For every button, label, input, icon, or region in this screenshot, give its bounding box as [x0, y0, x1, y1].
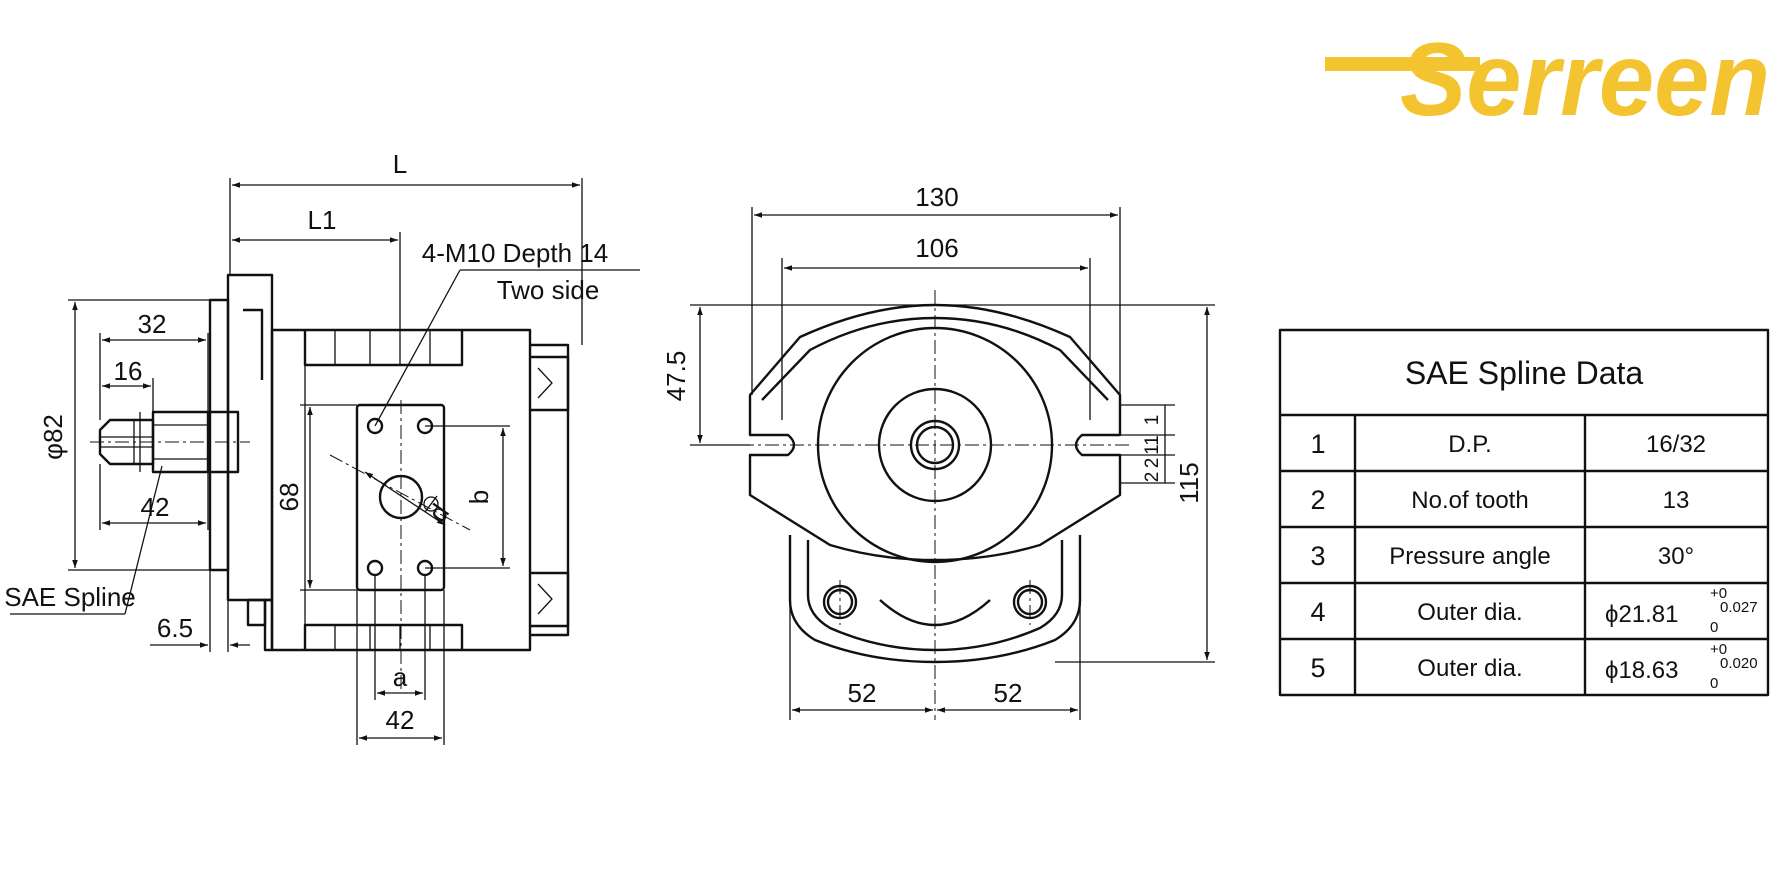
table-row-5-tol-upper: +0 [1710, 641, 1727, 658]
dim-42-port: 42 [386, 705, 415, 735]
table-row-3-n: 3 [1310, 541, 1325, 571]
table-row-2-param: No.of tooth [1411, 487, 1528, 514]
table-row-1-param: D.P. [1448, 431, 1492, 458]
dim-42-shaft: 42 [141, 492, 170, 522]
label-sae-spline: SAE Spline [4, 582, 136, 612]
dim-a: a [393, 662, 408, 692]
pump-body [270, 328, 532, 652]
table-row-1-value: 16/32 [1646, 431, 1706, 458]
dim-52-right: 52 [994, 678, 1023, 708]
dim-6-5: 6.5 [157, 613, 193, 643]
dim-small-1: 1 [1142, 415, 1163, 426]
dim-L: L [393, 149, 407, 179]
front-view: 130 106 47.5 115 1 11 2 2 52 52 [661, 182, 1215, 720]
table-row-5-value: ϕ18.63 [1605, 657, 1679, 684]
table-row-4-value: ϕ21.81 [1605, 601, 1679, 628]
table-row-4-param: Outer dia. [1417, 599, 1522, 626]
dim-phi82: φ82 [38, 414, 68, 460]
logo-text: Serreen [1400, 22, 1770, 138]
thread-note-line1: 4-M10 Depth 14 [422, 238, 608, 268]
table-row-5-tol-upper2: 0.020 [1720, 655, 1758, 672]
table-row-4-tol-lower: 0 [1710, 619, 1718, 636]
table-row-5-tol-lower: 0 [1710, 675, 1718, 692]
flange-outline [226, 273, 274, 602]
table-row-5-param: Outer dia. [1417, 655, 1522, 682]
dim-small-2b: 2 [1142, 472, 1163, 483]
dim-106: 106 [915, 233, 958, 263]
table-row-4-n: 4 [1310, 597, 1325, 627]
dim-b: b [464, 490, 494, 504]
side-view: L L1 4-M10 Depth 14 Two side 32 16 φ82 4… [4, 149, 640, 745]
table-row-1-n: 1 [1310, 429, 1325, 459]
dim-130: 130 [915, 182, 958, 212]
table-row-4-tol-upper: +0 [1710, 585, 1727, 602]
flange-lip [208, 298, 230, 572]
table-row-3-value: 30° [1658, 543, 1694, 570]
thread-note-line2: Two side [497, 275, 600, 305]
table-row-2-n: 2 [1310, 485, 1325, 515]
dim-68: 68 [274, 483, 304, 512]
table-row-5-n: 5 [1310, 653, 1325, 683]
dim-L1: L1 [308, 205, 337, 235]
dim-47-5: 47.5 [661, 351, 691, 402]
serreen-logo: Serreen [1325, 22, 1770, 138]
dim-small-2a: 2 [1142, 458, 1163, 469]
dim-52-left: 52 [848, 678, 877, 708]
sae-spline-table: SAE Spline Data 1 D.P. 16/32 2 No.of too… [1278, 328, 1770, 697]
body-lower [788, 535, 1082, 664]
dim-d: d [422, 498, 455, 527]
dim-16: 16 [114, 356, 143, 386]
table-row-2-value: 13 [1663, 487, 1690, 514]
dim-small-11: 11 [1142, 435, 1163, 455]
table-row-3-param: Pressure angle [1389, 543, 1550, 570]
table-title: SAE Spline Data [1405, 355, 1644, 391]
table-row-4-tol-upper2: 0.027 [1720, 599, 1758, 616]
dim-32: 32 [138, 309, 167, 339]
dim-115: 115 [1174, 462, 1204, 503]
